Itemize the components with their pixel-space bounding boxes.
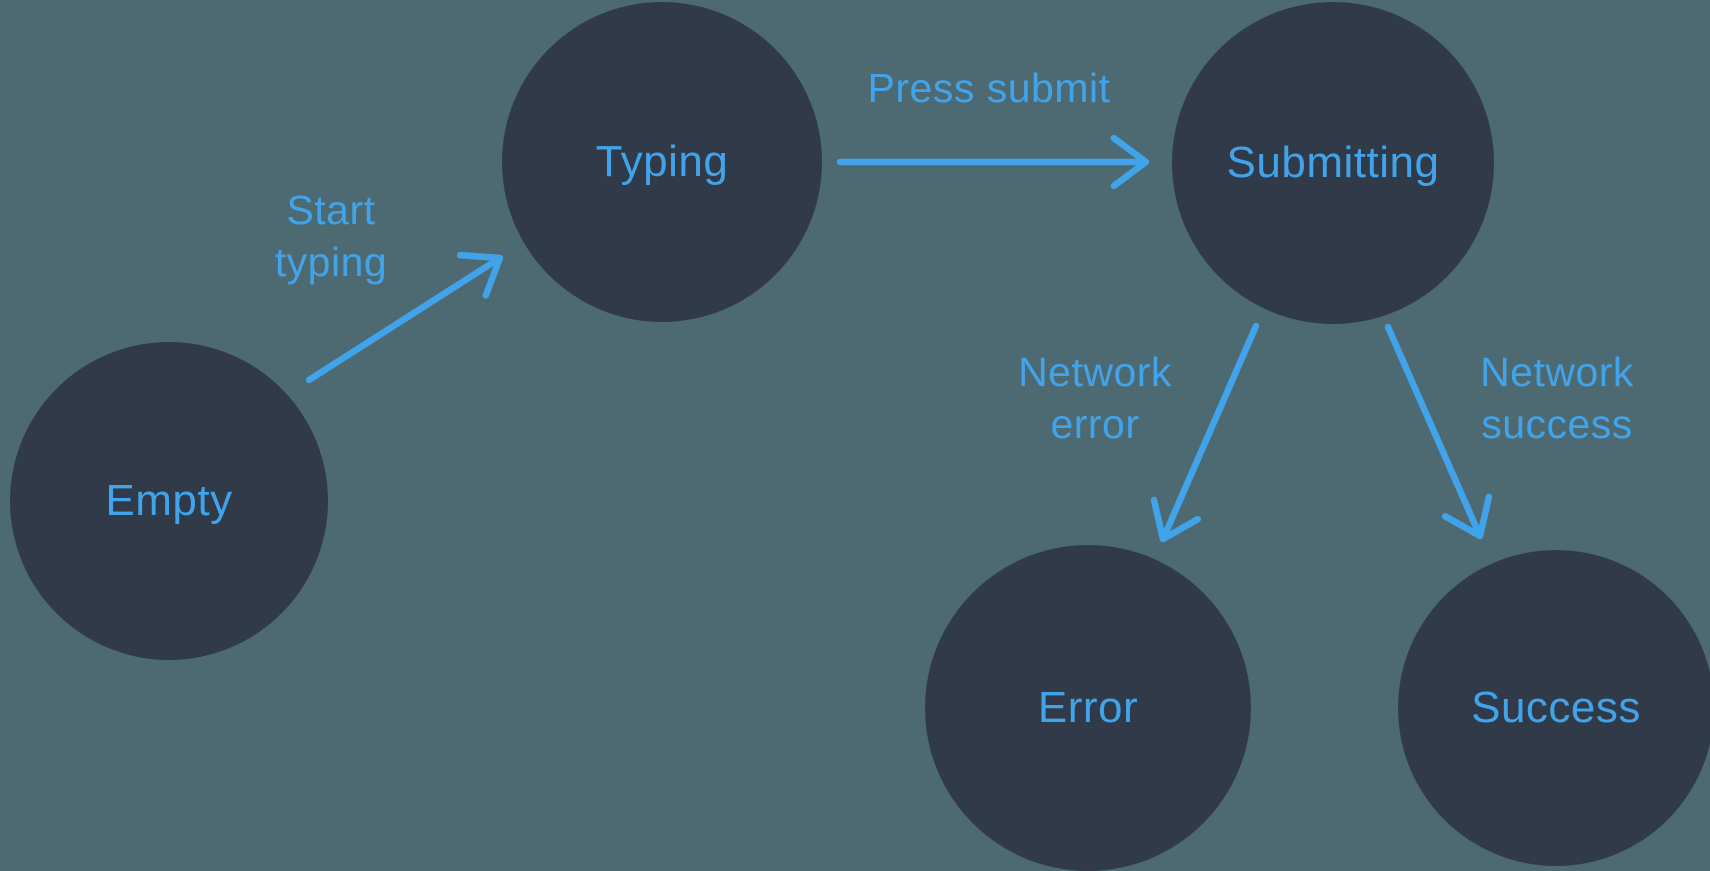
edge-label-network-success: Network success xyxy=(1480,349,1634,447)
transition-arrow-network-error xyxy=(1150,322,1260,543)
state-node-submitting: Submitting xyxy=(1172,2,1494,324)
edge-label-press-submit: Press submit xyxy=(867,65,1111,111)
state-label-empty: Empty xyxy=(105,476,233,525)
state-label-typing: Typing xyxy=(595,137,729,186)
state-node-empty: Empty xyxy=(10,342,328,660)
state-node-typing: Typing xyxy=(502,2,822,322)
state-node-error: Error xyxy=(925,545,1251,871)
state-node-success: Success xyxy=(1398,550,1710,866)
edge-label-start-typing: Start typing xyxy=(274,187,388,285)
edge-label-network-error: Network error xyxy=(1018,349,1172,447)
transition-arrow-network-success xyxy=(1384,323,1493,540)
state-label-error: Error xyxy=(1037,683,1139,732)
state-label-submitting: Submitting xyxy=(1226,138,1440,187)
transition-arrow-press-submit xyxy=(836,134,1150,190)
transition-arrow-start-typing xyxy=(305,251,504,384)
state-label-success: Success xyxy=(1471,683,1641,732)
